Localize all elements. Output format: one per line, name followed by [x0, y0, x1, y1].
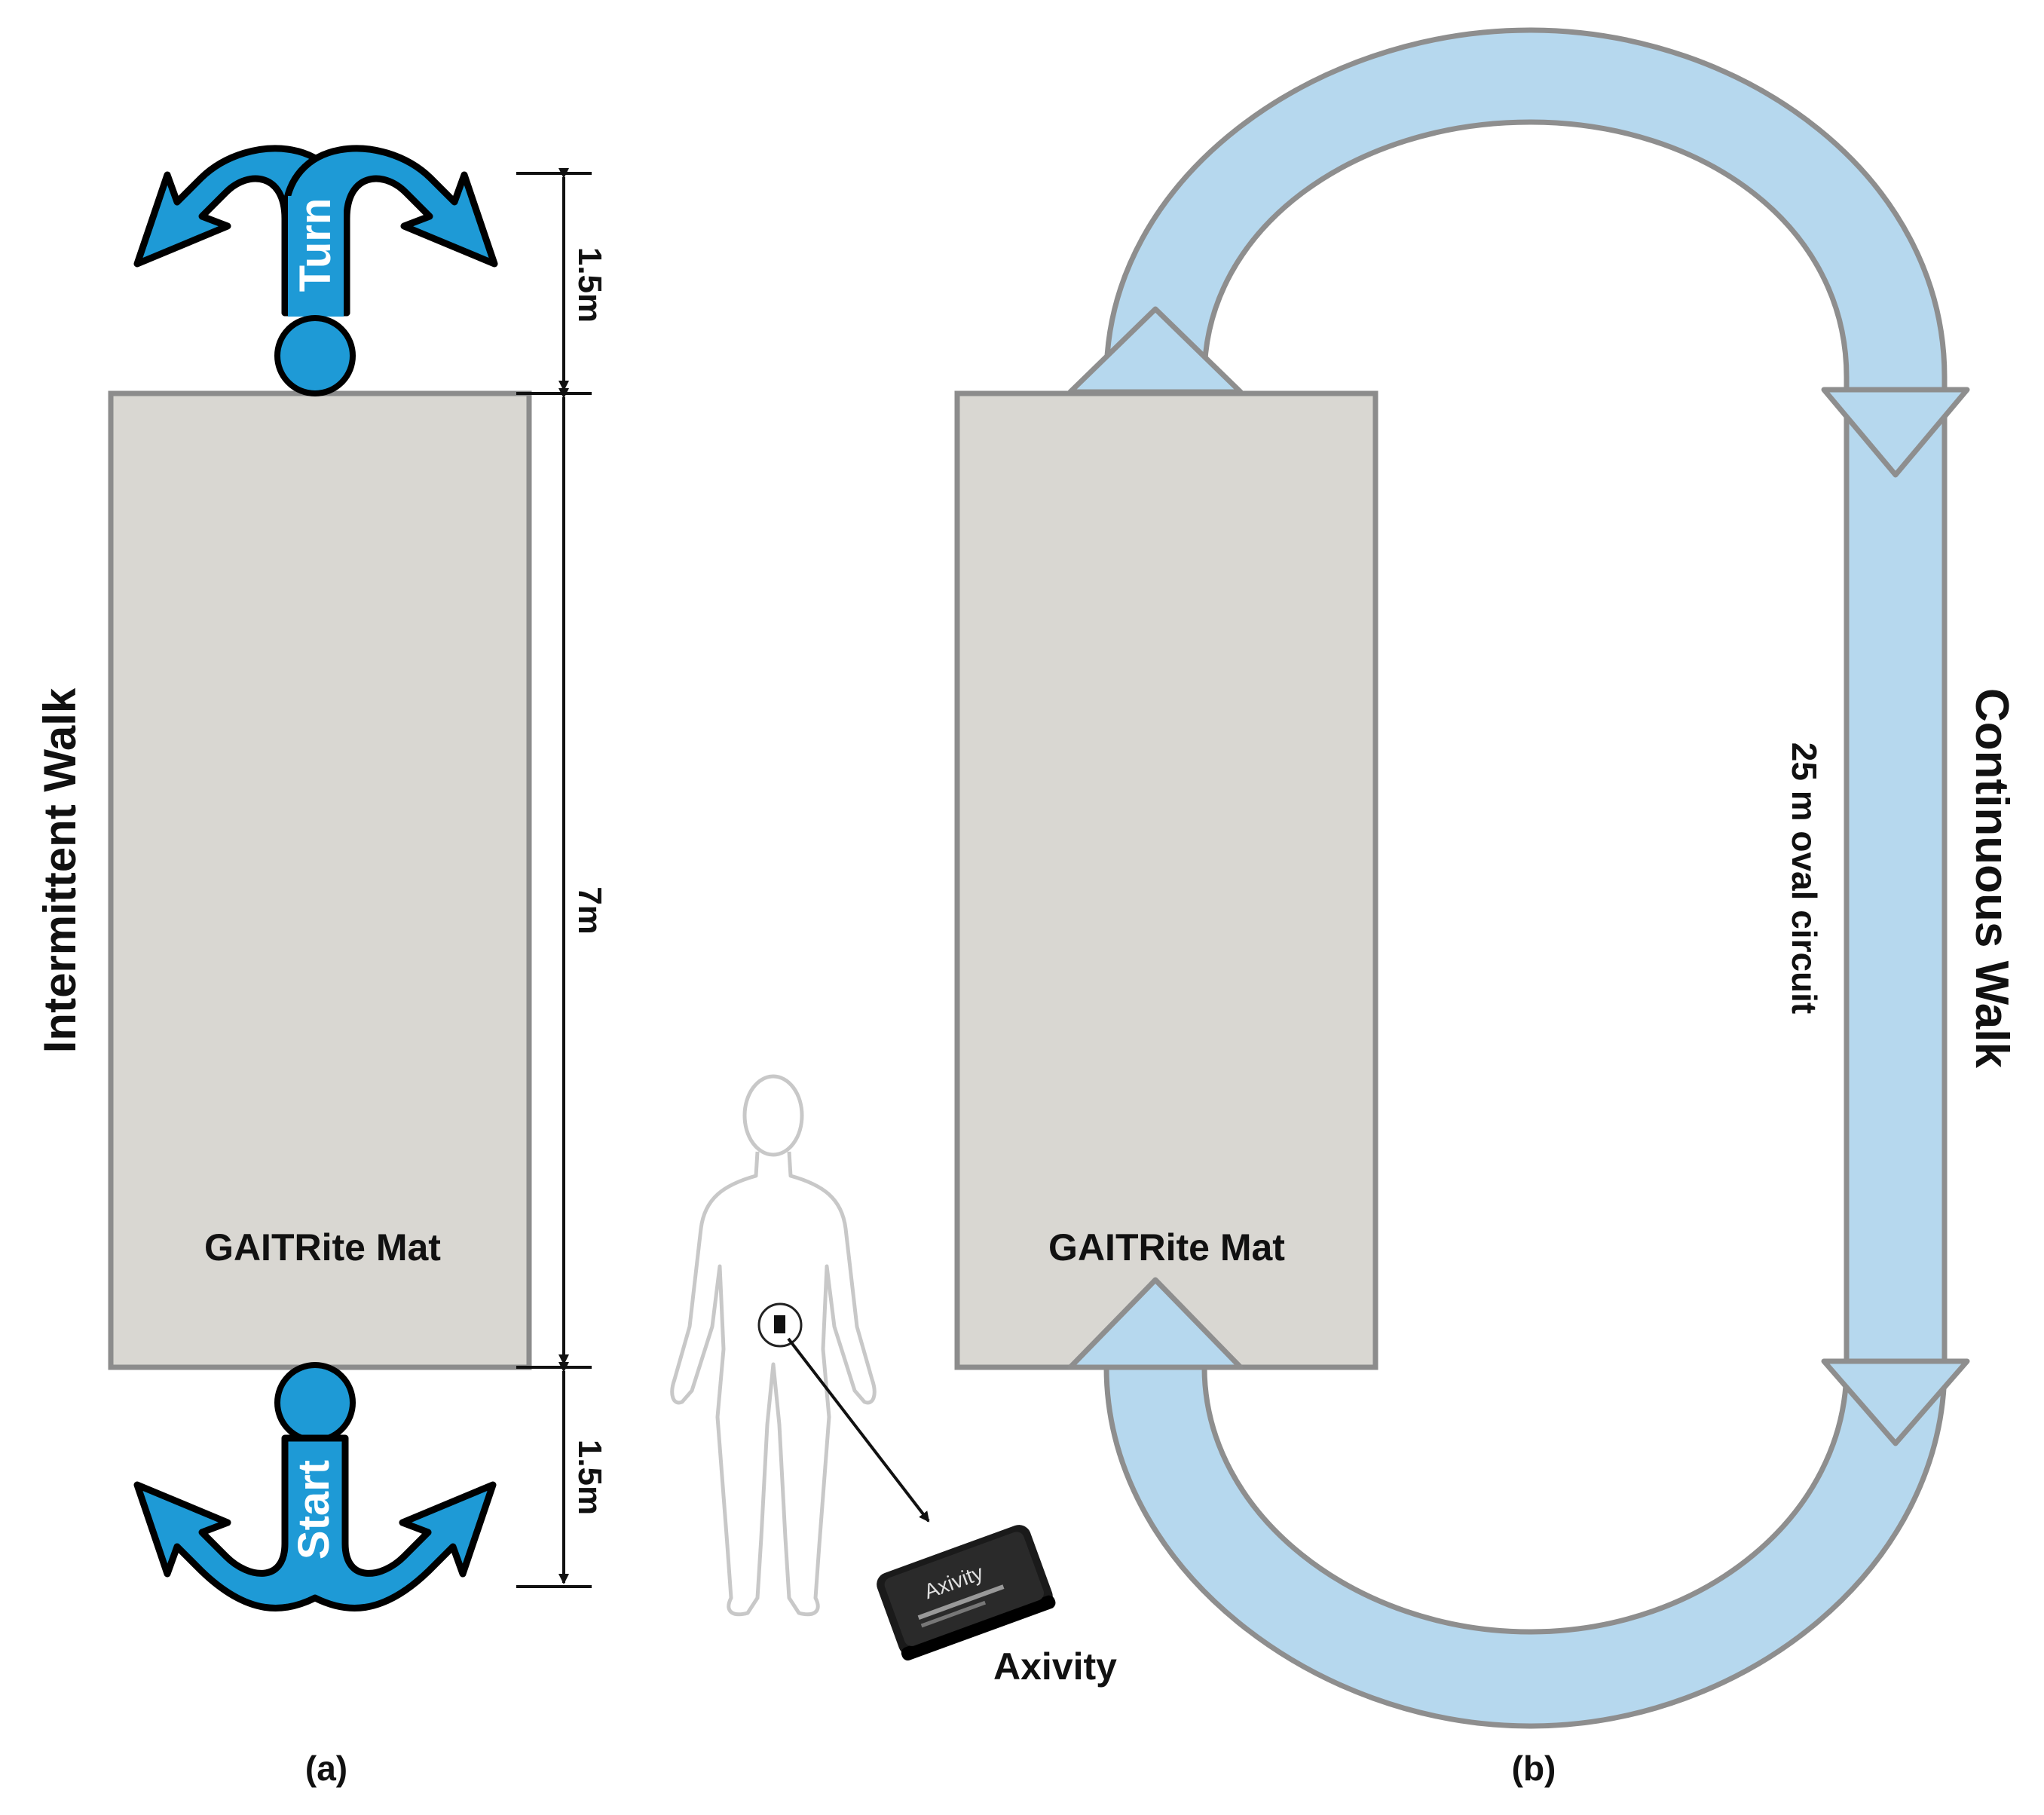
axivity-device-icon: Axivity	[877, 1525, 1056, 1660]
dimension-lines	[516, 168, 592, 1588]
gaitrite-mat-b	[954, 390, 1378, 1370]
mat-entry-arrow-icon	[1067, 1277, 1244, 1370]
panel-b: GAITRite Mat 25 m oval circuit Continuou…	[954, 27, 2018, 1788]
axivity-label: Axivity	[993, 1645, 1117, 1688]
panel-a-title: Intermittent Walk	[35, 687, 85, 1053]
dim-bottom-label: 1.5m	[571, 1440, 608, 1515]
start-marker-icon	[274, 1362, 356, 1443]
panel-b-caption: (b)	[1512, 1749, 1556, 1788]
turn-marker-icon	[274, 315, 356, 396]
mat-label-a: GAITRite Mat	[204, 1226, 441, 1269]
track-arrow-top-right-icon	[1821, 387, 1970, 478]
human-silhouette-icon	[670, 1074, 877, 1617]
start-arrow-icon: Start	[133, 1362, 497, 1611]
dim-middle-label: 7m	[571, 886, 608, 935]
panel-a-caption: (a)	[305, 1749, 347, 1788]
panel-a: Intermittent Walk GAITRite Mat Turn Star…	[35, 145, 608, 1788]
track-arrow-bottom-right-icon	[1821, 1358, 1970, 1446]
start-label: Start	[289, 1460, 338, 1559]
gaitrite-mat-a	[108, 390, 532, 1370]
turn-arrow-icon: Turn	[133, 145, 498, 396]
turn-label: Turn	[291, 198, 340, 292]
track-arrow-top-left-icon	[1067, 306, 1244, 395]
circuit-label: 25 m oval circuit	[1785, 742, 1824, 1015]
dim-top-label: 1.5m	[571, 247, 608, 323]
mat-label-b: GAITRite Mat	[1048, 1226, 1285, 1269]
sensor-location-icon	[774, 1315, 785, 1333]
participant-figure: Axivity Axivity	[670, 1074, 1117, 1688]
sensor-pointer	[787, 1337, 930, 1523]
panel-b-title: Continuous Walk	[1966, 688, 2018, 1069]
